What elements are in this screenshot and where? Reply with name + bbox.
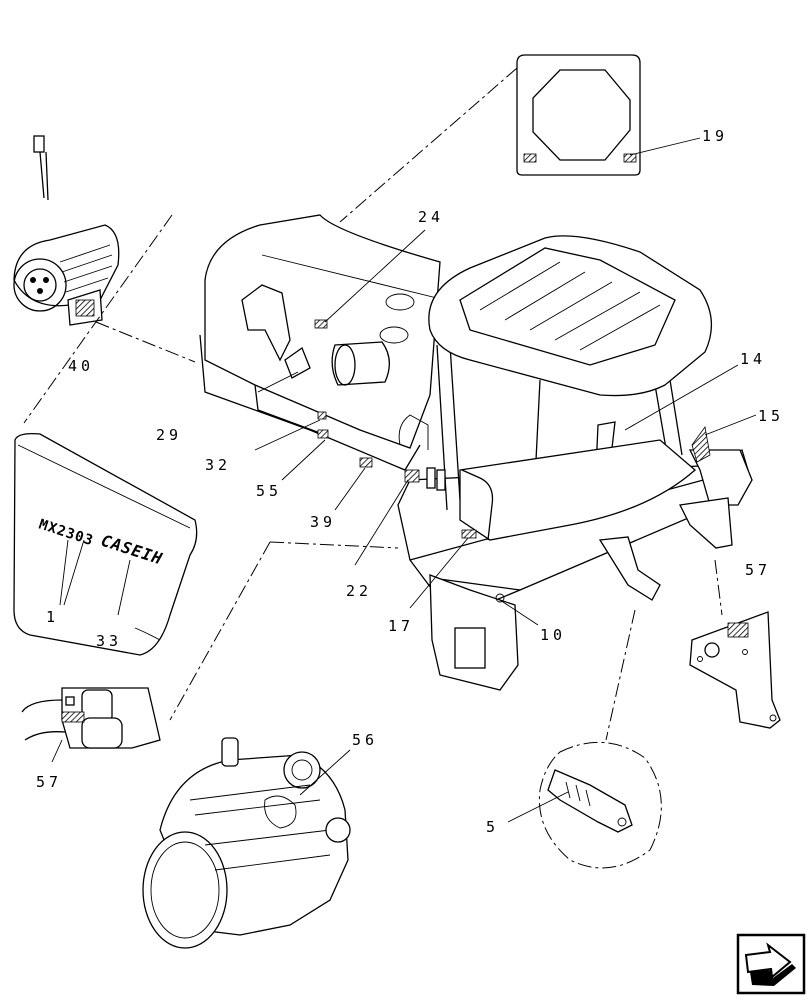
- callout-14: 14: [740, 350, 766, 368]
- callout-55: 40: [68, 357, 94, 375]
- callout-29: 29: [156, 426, 182, 444]
- callout-40: 39: [310, 513, 336, 531]
- callout-5: 5: [486, 818, 499, 836]
- callout-leaders: [51, 137, 757, 823]
- leader-lines: [23, 67, 723, 741]
- engine-assembly: [142, 737, 351, 949]
- tractor-body: [199, 214, 753, 691]
- valve-bracket-detail: [21, 687, 161, 749]
- callout-22: 22: [346, 582, 372, 600]
- callout-19: 19: [702, 127, 728, 145]
- callout-39: 33: [96, 632, 122, 650]
- callout-1: 1: [46, 608, 59, 626]
- rear-window-detail: [516, 54, 641, 176]
- hitch-link-detail: [538, 741, 662, 869]
- callout-57-right: 57: [745, 561, 771, 579]
- hood-side-panel: MX2303 CASEIH: [13, 432, 198, 656]
- callout-labels: 19 24 40 14 15 29 32 55 39 22 17 10 1 33…: [36, 127, 784, 836]
- callout-24: 24: [418, 208, 444, 226]
- callout-32: 32: [205, 456, 231, 474]
- callout-10: 10: [540, 626, 566, 644]
- callout-57-left: 57: [36, 773, 62, 791]
- callout-17: 17: [388, 617, 414, 635]
- callout-33: 56: [352, 731, 378, 749]
- fender-bracket-detail: [689, 611, 781, 729]
- callout-56: 55: [256, 482, 282, 500]
- callout-15: 15: [758, 407, 784, 425]
- ac-compressor: [13, 135, 120, 326]
- next-page-arrow-icon[interactable]: [736, 933, 806, 995]
